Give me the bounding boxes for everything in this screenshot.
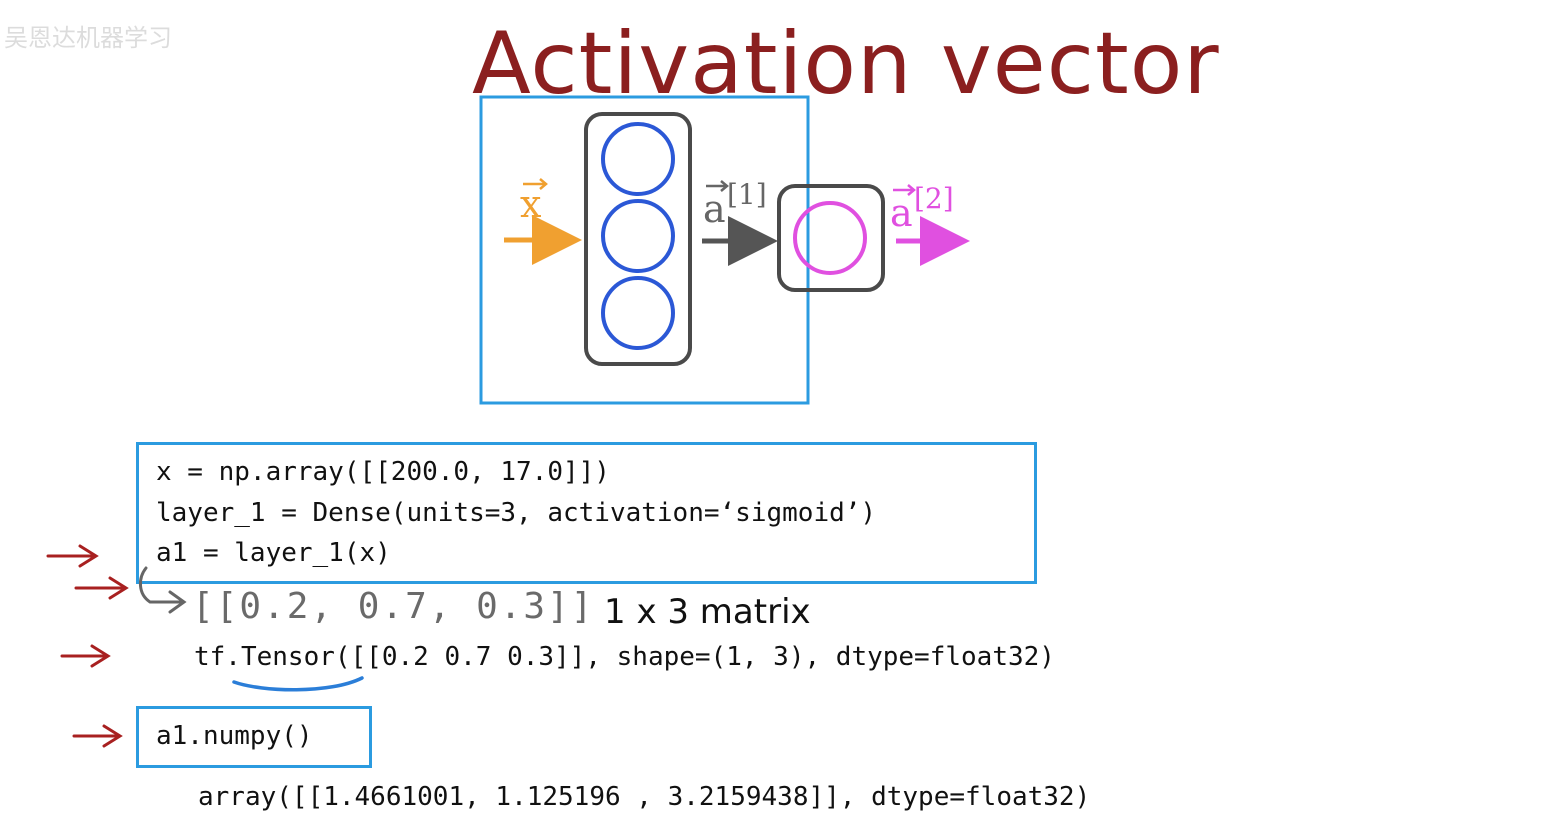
matrix-label: 1 x 3 matrix	[604, 592, 811, 632]
neuron-1	[601, 122, 675, 196]
watermark: 吴恩达机器学习	[4, 24, 172, 52]
curved-arrow-icon	[139, 566, 187, 614]
output-label: a	[890, 191, 913, 235]
neuron-2	[601, 199, 675, 273]
annotation-arrow-icon	[74, 576, 129, 600]
annotation-arrow-icon	[46, 544, 99, 568]
network-diagram: x a [1] a [2]	[479, 95, 970, 405]
layer2-box	[777, 184, 885, 292]
numpy-output: array([[1.4661001, 1.125196 , 3.2159438]…	[198, 782, 1091, 812]
code-line-2: layer_1 = Dense(units=3, activation=‘sig…	[156, 498, 877, 528]
layer1-highlight-box	[479, 95, 810, 405]
numpy-call-box	[136, 706, 372, 768]
code-line-1: x = np.array([[200.0, 17.0]])	[156, 457, 610, 487]
hidden-superscript: [1]	[727, 178, 767, 211]
tensor-output: tf.Tensor([[0.2 0.7 0.3]], shape=(1, 3),…	[194, 642, 1055, 672]
layer1-box	[584, 112, 692, 366]
code-line-3: a1 = layer_1(x)	[156, 538, 391, 568]
annotation-layer	[46, 544, 364, 748]
annotation-arrow-icon	[60, 644, 111, 668]
output-superscript: [2]	[914, 182, 954, 215]
handwritten-value: [[0.2, 0.7, 0.3]]	[192, 586, 595, 627]
numpy-call: a1.numpy()	[156, 721, 313, 751]
code-block	[136, 442, 1037, 584]
neuron-3	[601, 276, 675, 350]
tensor-underline	[232, 676, 364, 692]
annotation-arrow-icon	[72, 724, 123, 748]
hidden-label: a	[703, 187, 726, 231]
neuron-output	[793, 201, 867, 275]
input-label: x	[520, 182, 541, 226]
